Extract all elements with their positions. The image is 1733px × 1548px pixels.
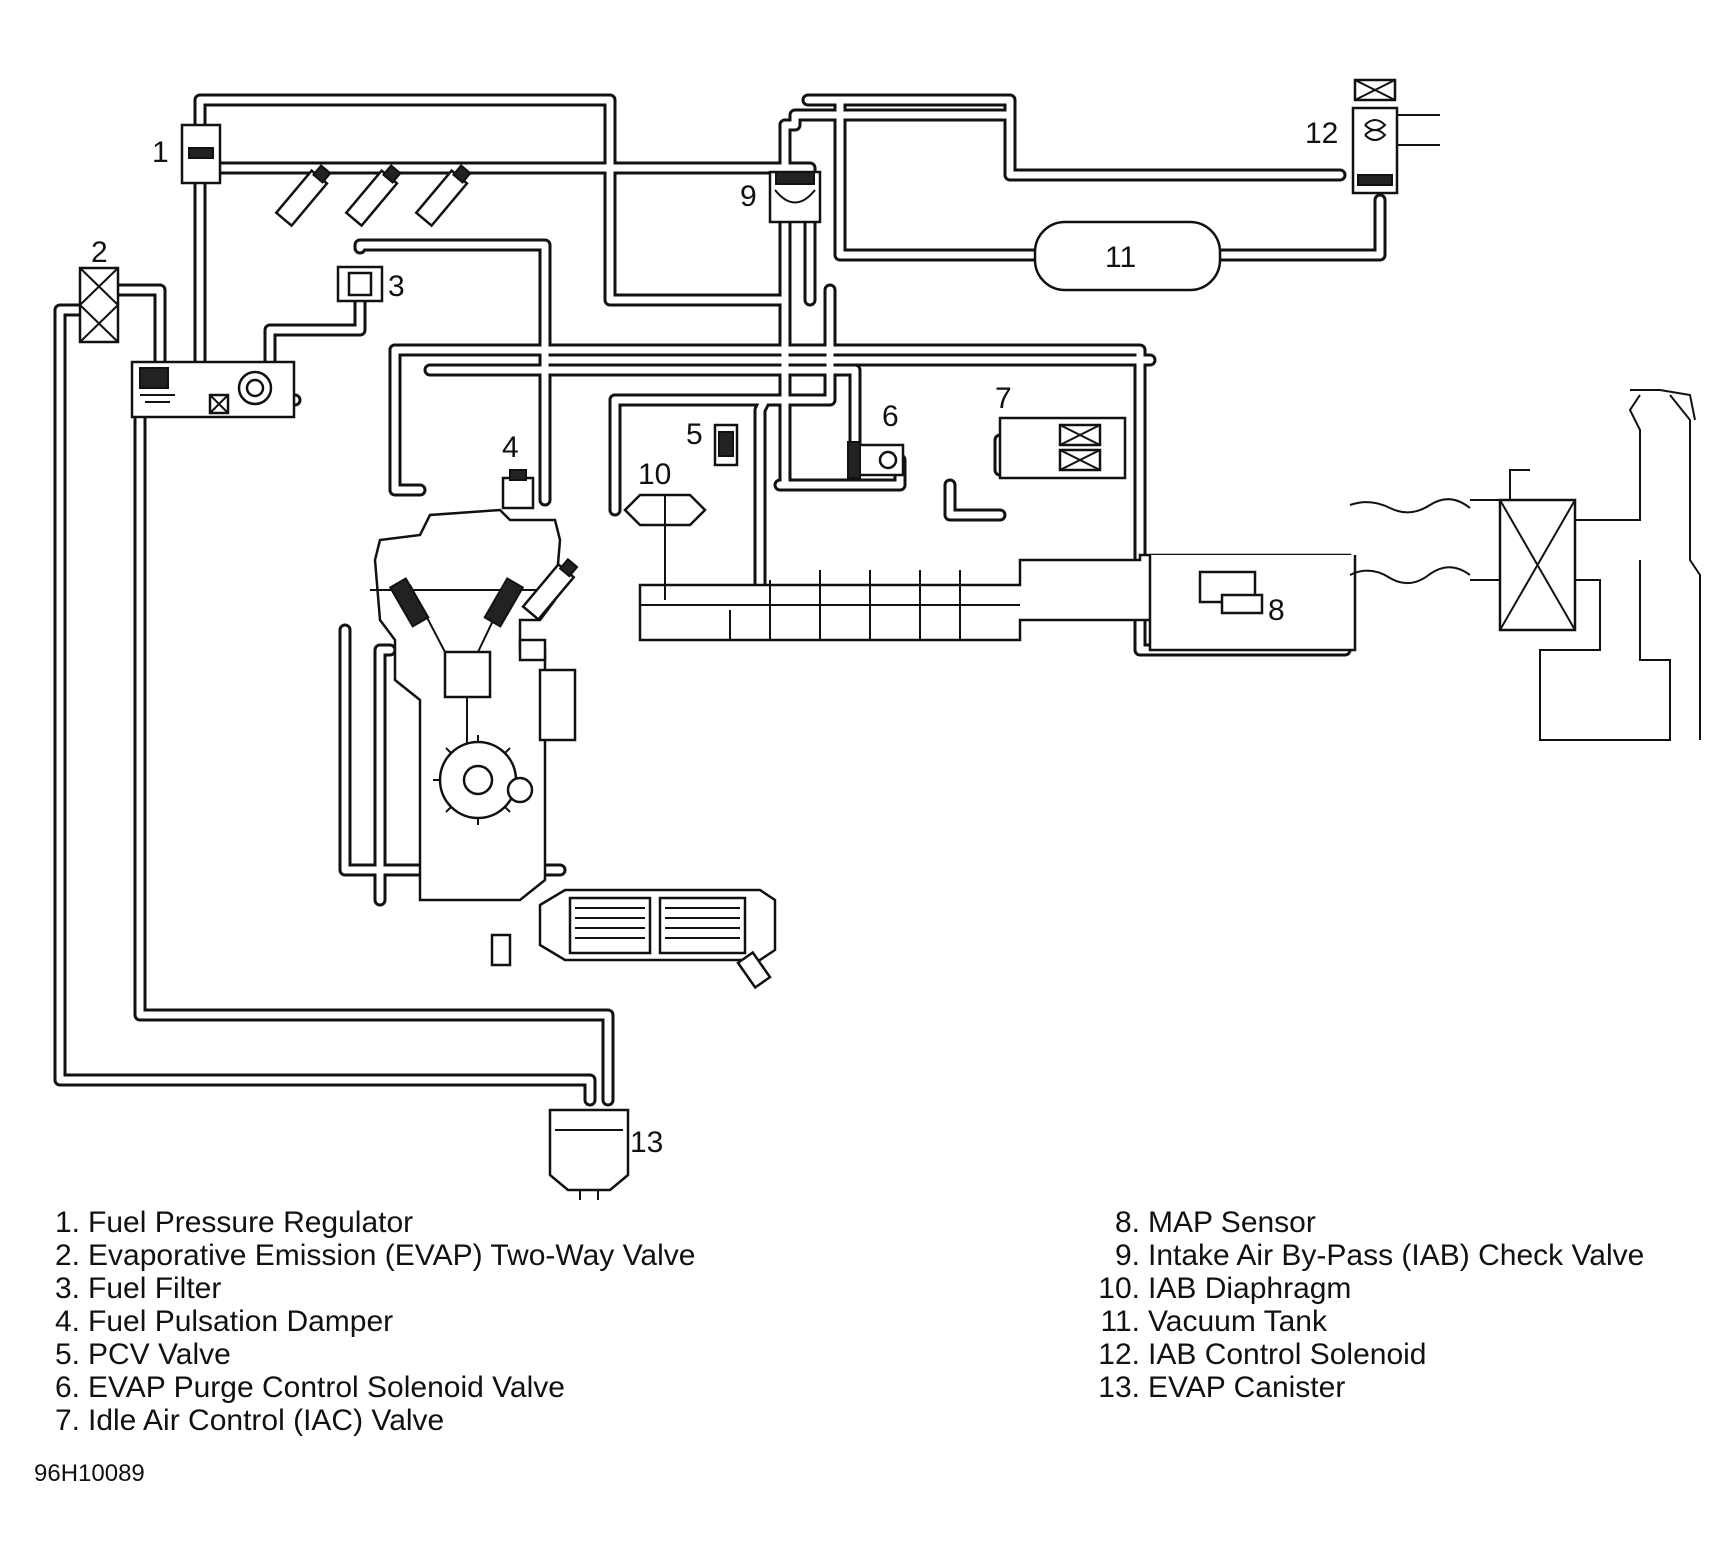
intake-system bbox=[638, 389, 1701, 741]
vacuum-hose-inner bbox=[106, 286, 164, 364]
callout-13: 13 bbox=[630, 1126, 663, 1159]
legend-item-number: 8. bbox=[1114, 1206, 1140, 1239]
legend-item-label: EVAP Canister bbox=[1148, 1371, 1346, 1404]
legend-item: 2.Evaporative Emission (EVAP) Two-Way Va… bbox=[28, 1239, 695, 1272]
legend-item: 12.IAB Control Solenoid bbox=[1088, 1338, 1644, 1371]
callout-5: 5 bbox=[686, 418, 703, 451]
legend-item: 7.Idle Air Control (IAC) Valve bbox=[28, 1404, 695, 1437]
iab-diaphragm bbox=[623, 493, 707, 600]
engine bbox=[370, 508, 577, 902]
vacuum-hose-inner bbox=[1216, 196, 1384, 259]
callout-3: 3 bbox=[388, 270, 405, 303]
legend-item: 8.MAP Sensor bbox=[1088, 1206, 1644, 1239]
idle-air-control-valve bbox=[998, 416, 1127, 480]
legend-item-label: MAP Sensor bbox=[1148, 1206, 1316, 1239]
callout-10: 10 bbox=[638, 458, 671, 491]
vacuum-hose-inner bbox=[391, 346, 424, 494]
fuel-injectors bbox=[274, 164, 579, 622]
legend-item-label: Idle Air Control (IAC) Valve bbox=[88, 1404, 445, 1437]
legend-item-label: Fuel Filter bbox=[88, 1272, 222, 1305]
legend-item-number: 6. bbox=[54, 1371, 80, 1404]
legend-item-number: 11. bbox=[1100, 1305, 1140, 1338]
callout-4: 4 bbox=[502, 431, 519, 464]
fuel-filter bbox=[336, 265, 384, 303]
legend-item-number: 3. bbox=[54, 1272, 80, 1305]
evap-canister bbox=[548, 1108, 630, 1200]
callout-6: 6 bbox=[882, 400, 899, 433]
callouts: 1 2 3 4 5 6 7 8 9 10 11 12 13 bbox=[91, 117, 1338, 1159]
legend-item-number: 5. bbox=[54, 1338, 80, 1371]
vacuum-hose bbox=[388, 343, 427, 497]
vacuum-hose-diagram: 1 2 3 4 5 6 7 8 9 10 11 12 13 bbox=[53, 78, 1701, 1200]
legend-item-number: 4. bbox=[54, 1305, 80, 1338]
evap-two-way-valve bbox=[78, 266, 120, 344]
callout-8: 8 bbox=[1268, 594, 1285, 627]
legend-item: 9.Intake Air By-Pass (IAB) Check Valve bbox=[1088, 1239, 1644, 1272]
legend-item-label: Fuel Pulsation Damper bbox=[88, 1305, 394, 1338]
legend-item: 3.Fuel Filter bbox=[28, 1272, 695, 1305]
legend-item: 6.EVAP Purge Control Solenoid Valve bbox=[28, 1371, 695, 1404]
map-sensor bbox=[1198, 570, 1264, 615]
legend-item: 10.IAB Diaphragm bbox=[1088, 1272, 1644, 1305]
legend-item-label: Fuel Pressure Regulator bbox=[88, 1206, 414, 1239]
evap-purge-control-solenoid-valve bbox=[847, 441, 905, 479]
vacuum-hose-inner bbox=[611, 286, 834, 404]
legend-item-label: IAB Control Solenoid bbox=[1148, 1338, 1427, 1371]
legend-item-number: 10. bbox=[1098, 1272, 1140, 1305]
legend-item: 13.EVAP Canister bbox=[1088, 1371, 1644, 1404]
legend-item-number: 7. bbox=[54, 1404, 80, 1437]
legend-item: 11.Vacuum Tank bbox=[1088, 1305, 1644, 1338]
legend-item-number: 1. bbox=[54, 1206, 80, 1239]
vacuum-hose bbox=[943, 478, 1007, 522]
callout-12: 12 bbox=[1305, 117, 1338, 150]
legend-item-number: 9. bbox=[1114, 1239, 1140, 1272]
vacuum-hose-inner bbox=[376, 646, 394, 904]
vacuum-hose-inner bbox=[426, 366, 859, 474]
legend-item-number: 2. bbox=[54, 1239, 80, 1272]
iab-control-solenoid bbox=[1351, 78, 1440, 195]
vacuum-hose-inner bbox=[56, 306, 594, 1104]
vacuum-hose-inner bbox=[826, 96, 1344, 179]
vacuum-hose-inner bbox=[196, 96, 784, 304]
fuel-pressure-regulator bbox=[180, 123, 222, 185]
exhaust bbox=[490, 888, 777, 990]
legend-item-label: IAB Diaphragm bbox=[1148, 1272, 1352, 1305]
legend-item: 5.PCV Valve bbox=[28, 1338, 695, 1371]
vacuum-hose bbox=[193, 161, 817, 307]
legend-item: 4.Fuel Pulsation Damper bbox=[28, 1305, 695, 1338]
vacuum-tank bbox=[1033, 220, 1222, 292]
callout-1: 1 bbox=[152, 136, 169, 169]
fuel-tank bbox=[130, 360, 296, 419]
vacuum-hose-inner bbox=[781, 111, 1014, 129]
callout-2: 2 bbox=[91, 236, 108, 269]
callout-9: 9 bbox=[740, 180, 757, 213]
legend-item-label: Intake Air By-Pass (IAB) Check Valve bbox=[1148, 1239, 1645, 1272]
callout-7: 7 bbox=[995, 382, 1012, 415]
figure-code: 96H10089 bbox=[34, 1460, 145, 1487]
callout-11: 11 bbox=[1105, 241, 1136, 274]
vacuum-hose-inner bbox=[266, 296, 364, 364]
legend-item: 1.Fuel Pressure Regulator bbox=[28, 1206, 695, 1239]
iab-check-valve bbox=[768, 170, 822, 224]
legend-item-number: 12. bbox=[1098, 1338, 1140, 1371]
legend-item-label: PCV Valve bbox=[88, 1338, 231, 1371]
vacuum-hose-inner bbox=[196, 164, 814, 304]
legend-item-label: Vacuum Tank bbox=[1148, 1305, 1327, 1338]
vacuum-hose-inner bbox=[804, 96, 1044, 259]
fuel-pulsation-damper bbox=[501, 469, 535, 510]
legend-item-label: Evaporative Emission (EVAP) Two-Way Valv… bbox=[88, 1239, 696, 1272]
legend-item-label: EVAP Purge Control Solenoid Valve bbox=[88, 1371, 565, 1404]
pcv-valve bbox=[713, 423, 739, 467]
vacuum-hose-inner bbox=[946, 481, 1004, 519]
vacuum-hose bbox=[1213, 193, 1387, 262]
legend-item-number: 13. bbox=[1098, 1371, 1140, 1404]
